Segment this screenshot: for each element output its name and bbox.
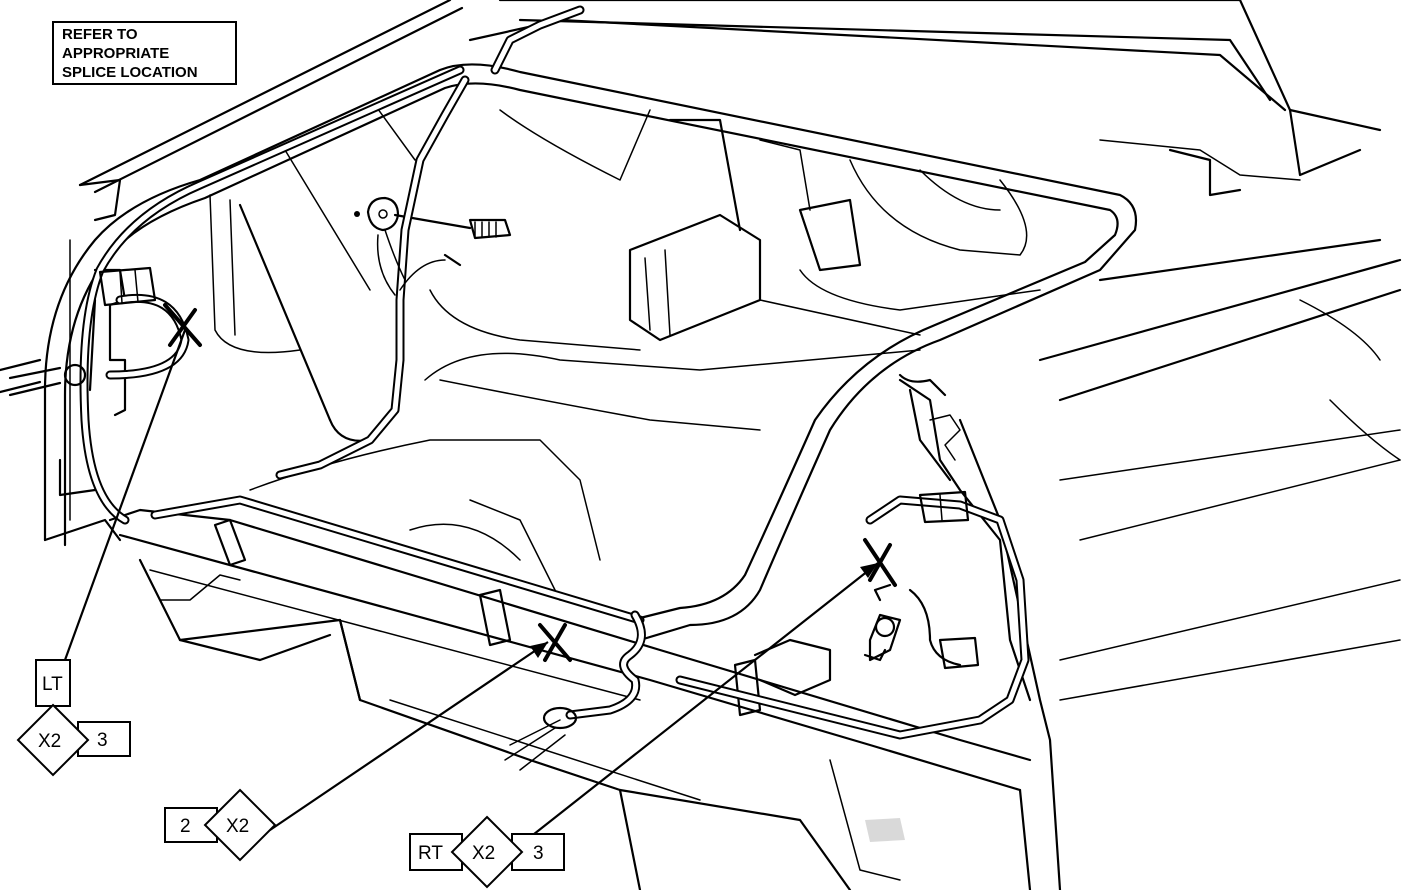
callout-left-side: LT	[42, 674, 63, 695]
callout-left-number: 3	[97, 730, 108, 751]
wiring-harness	[8, 5, 1030, 771]
splice-location-note: REFER TO APPROPRIATE SPLICE LOCATION	[52, 21, 237, 85]
callout-center-diamond	[203, 788, 277, 862]
callout-center-splice: X2	[226, 816, 249, 837]
splice-marks	[163, 303, 897, 662]
callout-left: LT 3 X2	[16, 659, 131, 777]
callout-center-number: 2	[180, 816, 191, 837]
callout-right-side: RT	[418, 843, 443, 864]
callout-right-number: 3	[533, 843, 544, 864]
callout-left-diamond	[16, 703, 90, 777]
callout-right-diamond	[450, 815, 524, 889]
callout-left-splice: X2	[38, 731, 61, 752]
callout-right: RT 3 X2	[409, 815, 565, 889]
callout-center: 2 X2	[164, 788, 277, 862]
note-line-3: SPLICE LOCATION	[62, 64, 198, 81]
note-line-1: REFER TO	[62, 26, 138, 43]
note-line-2: APPROPRIATE	[62, 45, 169, 62]
callout-right-splice: X2	[472, 843, 495, 864]
leader-lines	[63, 329, 879, 854]
